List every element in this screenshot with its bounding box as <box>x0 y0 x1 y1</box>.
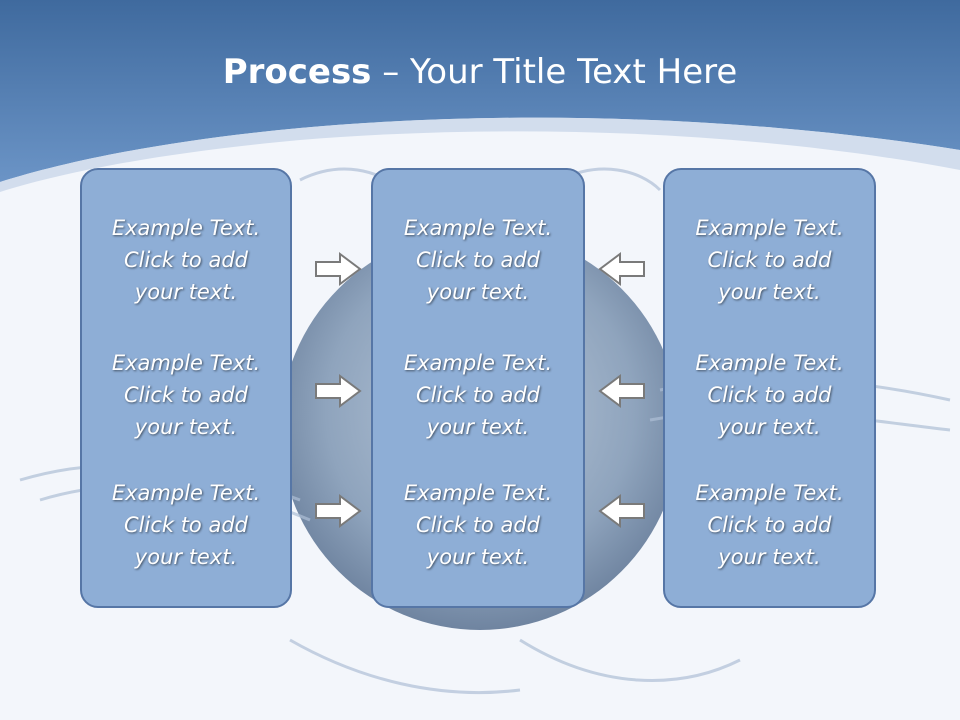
process-box-left[interactable]: Example Text. Click to add your text. Ex… <box>80 168 292 608</box>
text-line: your text. <box>426 415 530 439</box>
title-rest: – Your Title Text Here <box>371 52 738 92</box>
text-line: Click to add <box>707 513 832 537</box>
text-line: your text. <box>134 415 238 439</box>
text-line: Example Text. <box>695 481 844 505</box>
text-line: Example Text. <box>403 216 553 240</box>
text-line: your text. <box>718 280 821 304</box>
text-line: Example Text. <box>403 481 553 505</box>
arrow-right-icon[interactable] <box>314 494 362 528</box>
arrow-right-icon[interactable] <box>314 252 362 286</box>
text-line: Click to add <box>707 248 832 272</box>
text-placeholder[interactable]: Example Text. Click to add your text. <box>665 212 874 308</box>
text-placeholder[interactable]: Example Text. Click to add your text. <box>665 477 874 573</box>
text-line: Click to add <box>415 383 540 407</box>
text-line: Example Text. <box>695 216 844 240</box>
text-line: Example Text. <box>403 351 553 375</box>
text-line: Click to add <box>123 383 248 407</box>
text-line: Example Text. <box>111 351 261 375</box>
text-placeholder[interactable]: Example Text. Click to add your text. <box>373 347 583 443</box>
text-line: Click to add <box>123 513 248 537</box>
text-line: your text. <box>718 545 821 569</box>
process-box-right[interactable]: Example Text. Click to add your text. Ex… <box>663 168 876 608</box>
text-placeholder[interactable]: Example Text. Click to add your text. <box>373 477 583 573</box>
text-line: Click to add <box>123 248 248 272</box>
text-placeholder[interactable]: Example Text. Click to add your text. <box>665 347 874 443</box>
process-box-center[interactable]: Example Text. Click to add your text. Ex… <box>371 168 585 608</box>
arrow-left-icon[interactable] <box>598 252 646 286</box>
text-line: Example Text. <box>695 351 844 375</box>
text-line: your text. <box>426 545 530 569</box>
title-bold: Process <box>222 52 372 92</box>
text-placeholder[interactable]: Example Text. Click to add your text. <box>82 212 290 308</box>
text-placeholder[interactable]: Example Text. Click to add your text. <box>373 212 583 308</box>
text-line: Example Text. <box>111 216 261 240</box>
slide-title[interactable]: Process – Your Title Text Here <box>0 52 960 92</box>
text-line: your text. <box>426 280 530 304</box>
text-line: Click to add <box>415 248 540 272</box>
text-line: Click to add <box>415 513 540 537</box>
text-placeholder[interactable]: Example Text. Click to add your text. <box>82 477 290 573</box>
text-placeholder[interactable]: Example Text. Click to add your text. <box>82 347 290 443</box>
text-line: Example Text. <box>111 481 261 505</box>
arrow-right-icon[interactable] <box>314 374 362 408</box>
arrow-left-icon[interactable] <box>598 494 646 528</box>
text-line: your text. <box>134 545 238 569</box>
arrow-left-icon[interactable] <box>598 374 646 408</box>
text-line: your text. <box>718 415 821 439</box>
text-line: Click to add <box>707 383 832 407</box>
text-line: your text. <box>134 280 238 304</box>
